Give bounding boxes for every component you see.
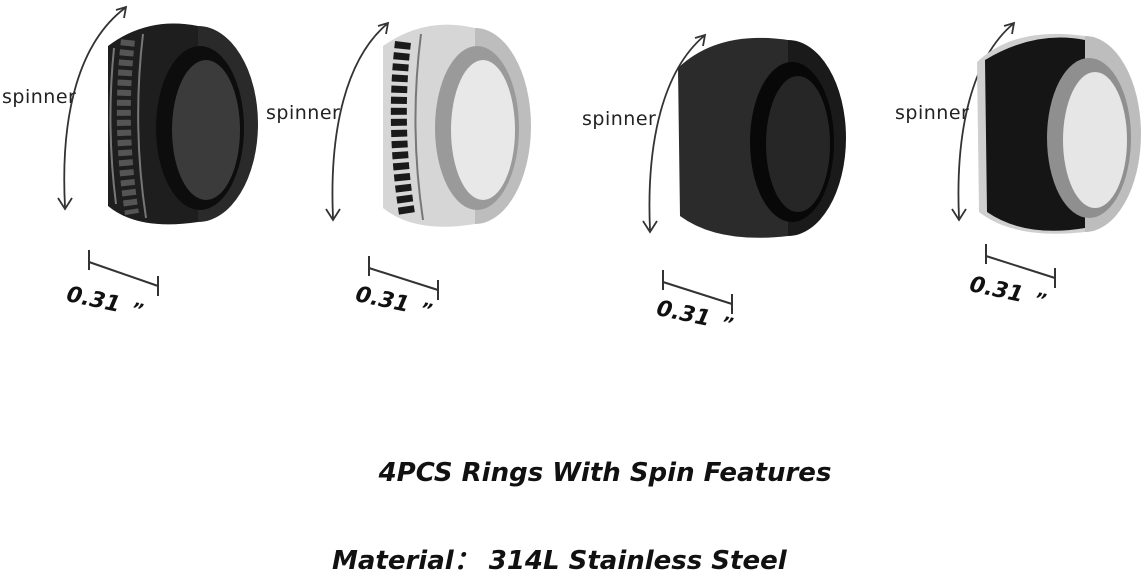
ring-image <box>108 23 258 225</box>
material-caption: Material： 314L Stainless Steel <box>332 546 787 576</box>
width-unit: ” <box>418 298 434 322</box>
width-unit: ” <box>129 298 145 322</box>
width-unit: ” <box>1032 288 1048 312</box>
width-dimension-icon <box>985 244 1056 288</box>
spinner-label: spinner <box>895 102 970 124</box>
rotation-arrow-icon <box>325 21 390 222</box>
ring-panel-2: spinner 0.31” <box>266 0 574 340</box>
width-dimension-icon <box>88 250 159 296</box>
ring-panel-4: spinner 0.31” <box>861 0 1148 340</box>
ring-panel-1: spinner 0.31” <box>0 0 287 340</box>
width-dimension-icon <box>662 270 733 314</box>
rotation-arrow-icon <box>57 5 128 211</box>
rotation-arrow-icon <box>642 33 707 234</box>
ring-panel-3: spinner 0.31” <box>574 0 861 340</box>
width-unit: ” <box>719 312 735 336</box>
ring-image <box>977 33 1141 234</box>
ring-image <box>678 37 846 238</box>
width-dimension-icon <box>368 256 439 300</box>
product-caption: 4PCS Rings With Spin Features <box>378 458 832 488</box>
spinner-label: spinner <box>266 102 341 124</box>
rotation-arrow-icon <box>951 21 1016 222</box>
spinner-label: spinner <box>2 86 77 108</box>
ring-image <box>383 24 531 227</box>
spinner-label: spinner <box>582 108 657 130</box>
